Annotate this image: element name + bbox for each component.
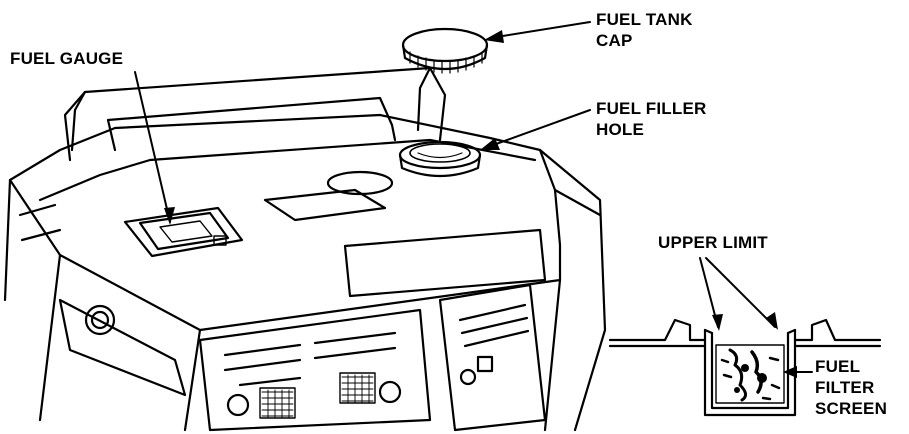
fuel-tank-cap-graphic	[401, 27, 489, 74]
fuel-filter-screen-label-line-1: FUEL	[815, 357, 861, 376]
fuel-gauge-label-line: FUEL GAUGE	[10, 49, 124, 68]
fuel-gauge-label: FUEL GAUGE	[10, 48, 123, 69]
fuel-tank-cap-label: FUEL TANK CAP	[596, 9, 693, 51]
fuel-filler-hole-label: FUEL FILLER HOLE	[596, 98, 707, 140]
generator-body	[3, 113, 607, 432]
upper-limit-label: UPPER LIMIT	[658, 232, 768, 253]
fuel-tank-cap-label-line-1: FUEL TANK	[596, 10, 693, 29]
fuel-gauge-graphic	[123, 206, 244, 258]
fuel-filler-hole-graphic	[398, 140, 482, 178]
upper-limit-label-line: UPPER LIMIT	[658, 233, 768, 252]
fuel-tank-cap-label-line-2: CAP	[596, 31, 633, 50]
fuel-filter-screen-label-line-3: SCREEN	[815, 399, 888, 418]
carry-handle	[63, 66, 447, 162]
fuel-filler-hole-label-line-1: FUEL FILLER	[596, 99, 707, 118]
leader-lines	[134, 21, 813, 378]
fuel-filter-screen-inset	[608, 318, 882, 417]
fuel-filler-hole-label-line-2: HOLE	[596, 120, 645, 139]
fuel-filter-screen-label-line-2: FILTER	[815, 378, 875, 397]
fuel-filter-screen-label: FUEL FILTER SCREEN	[815, 356, 887, 419]
